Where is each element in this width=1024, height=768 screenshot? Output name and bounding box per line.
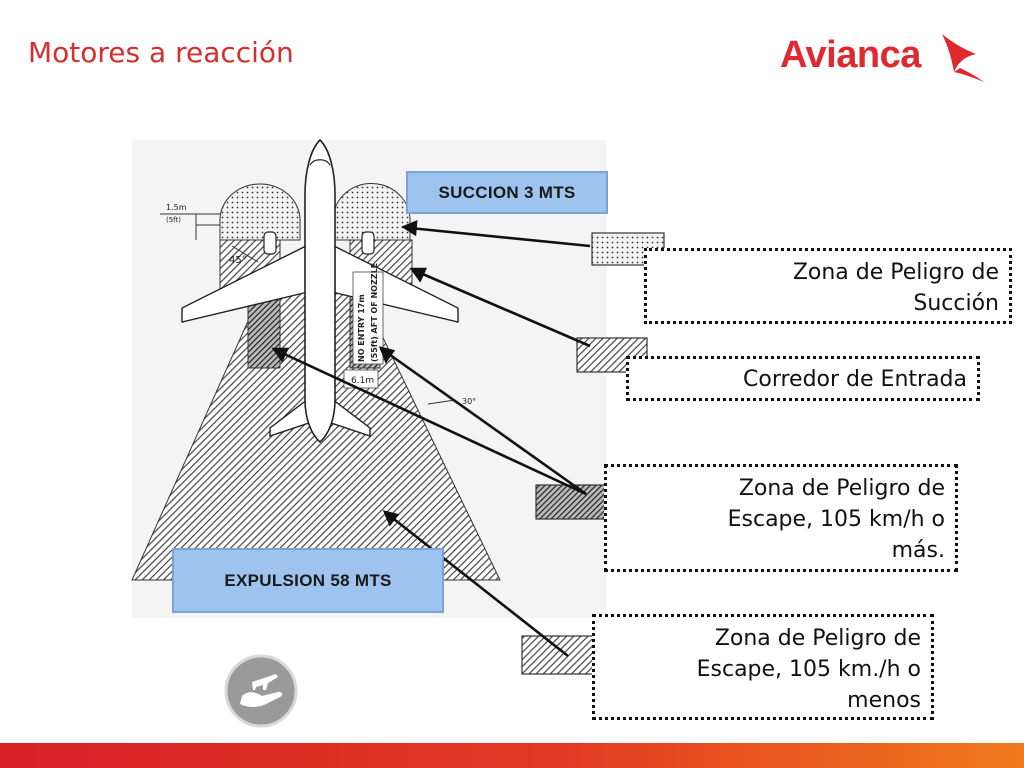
no-entry-note-2: (55ft) AFT OF NOZZLE (370, 263, 379, 362)
logo-text: Avianca (780, 34, 921, 76)
hand-airplane-icon (222, 652, 300, 730)
expulsion-label-box: EXPULSION 58 MTS (172, 548, 444, 613)
legend-text-line: Escape, 105 km./h o (696, 657, 921, 682)
footer-color-bar (0, 743, 1024, 768)
legend-text-line: Zona de Peligro de (738, 476, 945, 501)
legend-text-line: Corredor de Entrada (743, 367, 967, 392)
angle-45-label: 45° (229, 255, 247, 266)
legend-callout-exhaust-fast: Zona de Peligro de Escape, 105 km/h o má… (604, 464, 958, 572)
suction-label-box: SUCCION 3 MTS (406, 171, 608, 214)
suction-zone-left (219, 183, 301, 241)
legend-text-line: Succión (913, 291, 999, 316)
dim-label: 1.5m (166, 203, 187, 212)
legend-text-line: menos (847, 688, 921, 713)
pointer-arrows (271, 219, 591, 658)
dim-sub-label: (5ft) (166, 216, 181, 224)
legend-text-line: Escape, 105 km/h o (727, 507, 945, 532)
distance-label: 6.1m (351, 376, 374, 386)
slide-title: Motores a reacción (28, 36, 294, 69)
legend-callout-entry: Corredor de Entrada (626, 356, 980, 401)
legend-text-line: Zona de Peligro de (792, 260, 999, 285)
fuselage (304, 138, 336, 444)
left-engine (263, 231, 277, 255)
bird-wing-icon (942, 34, 984, 82)
right-engine (361, 231, 375, 255)
legend-callout-exhaust-slow: Zona de Peligro de Escape, 105 km./h o m… (592, 614, 934, 720)
legend-text-line: Zona de Peligro de (714, 626, 921, 651)
avianca-logo: Avianca (780, 32, 990, 88)
legend-text-line: más. (891, 538, 945, 563)
legend-swatch-exhaust-slow (521, 635, 597, 675)
no-entry-note-1: NO ENTRY 17m (357, 294, 366, 362)
angle-30-label: 30° (462, 397, 476, 406)
legend-callout-suction: Zona de Peligro de Succión (644, 248, 1012, 324)
legend-swatch-exhaust-fast (535, 484, 613, 520)
